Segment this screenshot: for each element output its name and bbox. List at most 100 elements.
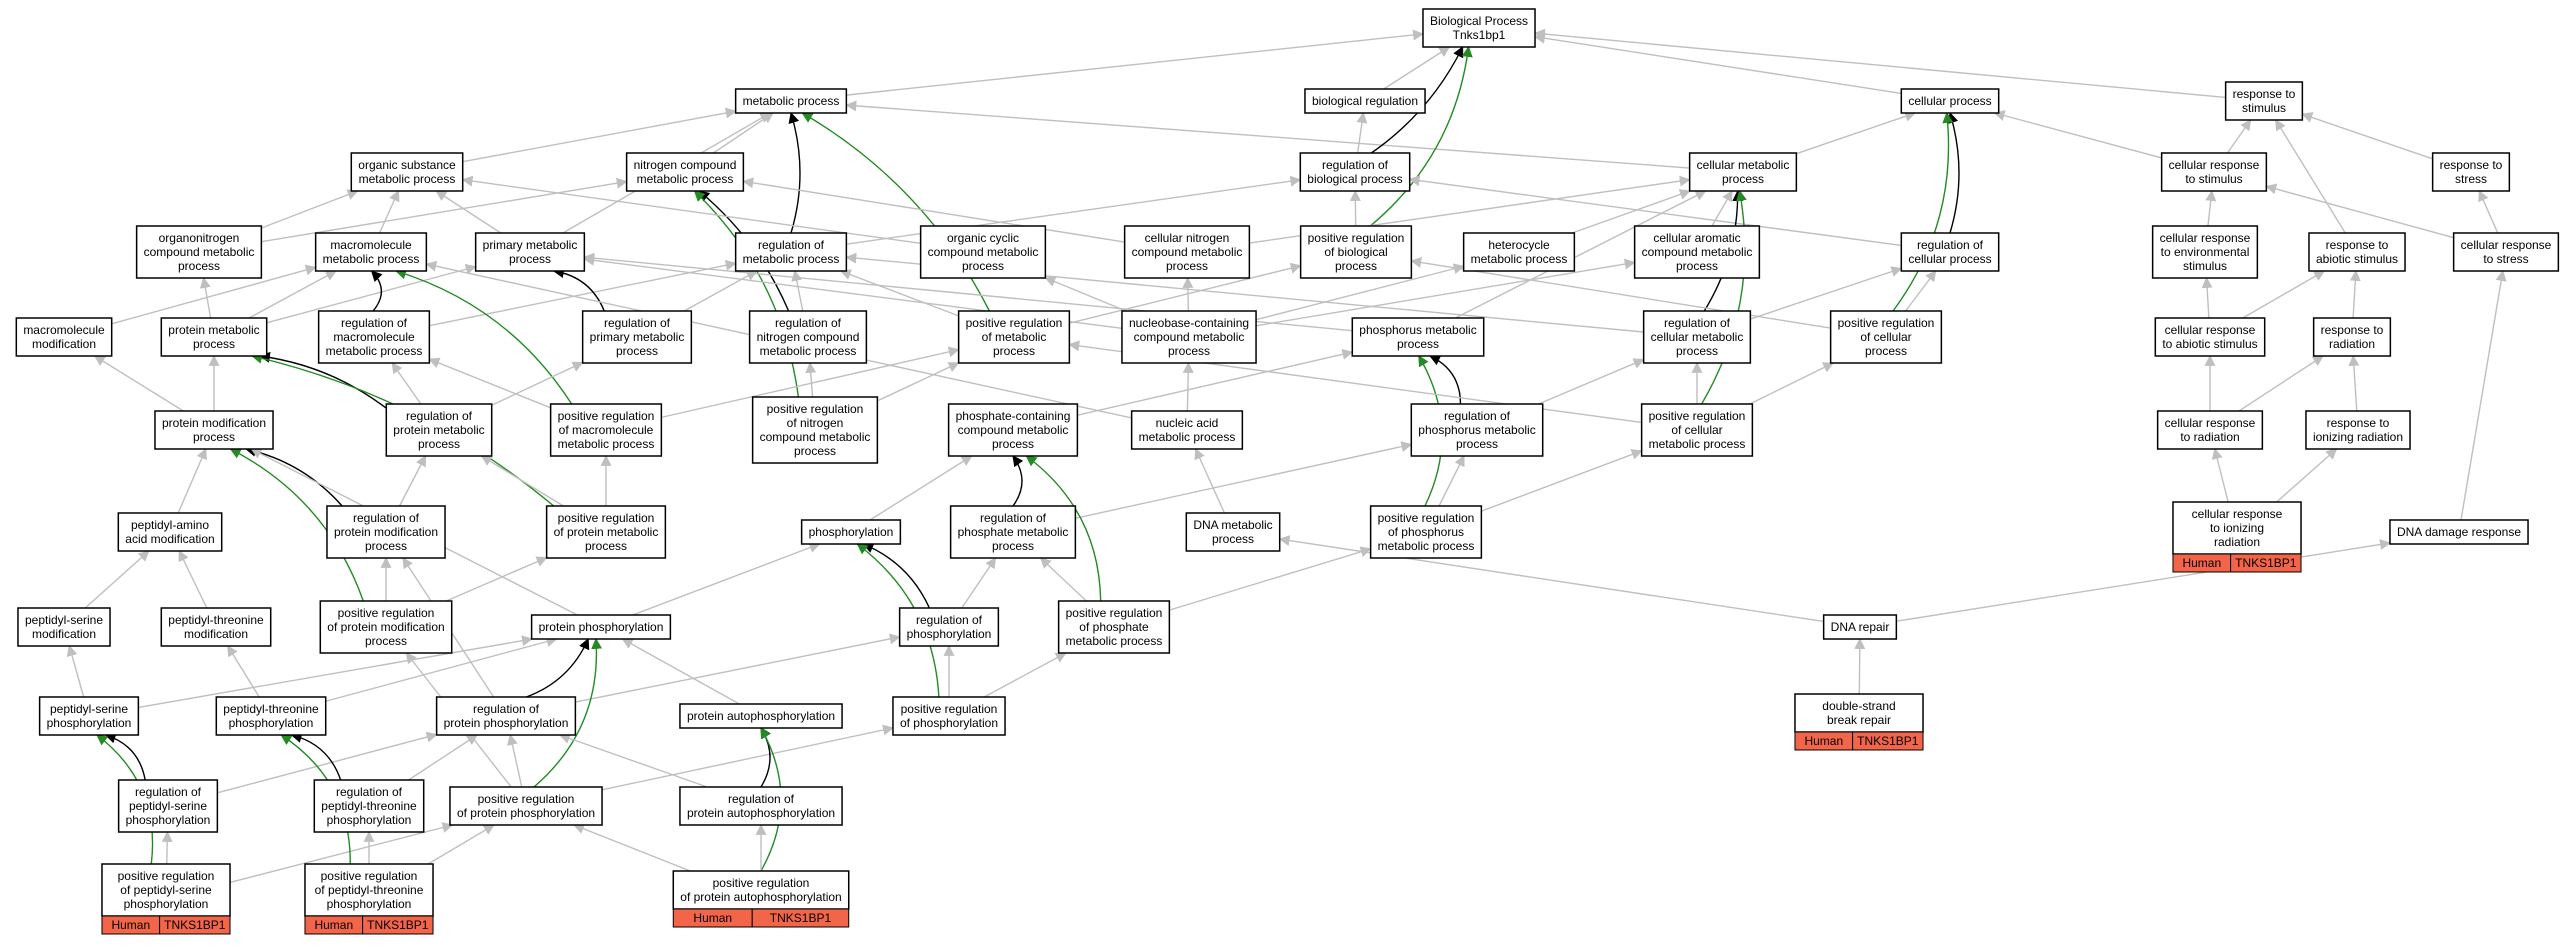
edge-is-a-posregmet-to-regmet — [839, 269, 959, 317]
go-term-label: regulation of — [336, 785, 403, 799]
go-term-box — [957, 310, 1071, 364]
edge-is-a-nitro-to-metabolic — [712, 112, 774, 154]
go-term-box — [38, 696, 140, 736]
go-term-label: of phosphate — [1079, 620, 1149, 634]
go-term-box — [449, 786, 603, 826]
go-term-box — [679, 786, 843, 826]
go-term-label: process — [993, 344, 1035, 358]
edge-is-a-peptserphos-to-protphos — [138, 635, 534, 709]
edge-is-a-cellrespabio-to-respabio — [2242, 270, 2326, 319]
go-term-box — [2224, 81, 2304, 121]
edge-is-a-dnarep-to-dnadam — [1896, 539, 2392, 622]
go-term-label: positive regulation — [713, 876, 810, 890]
go-term-label: metabolic process — [323, 252, 420, 266]
go-term-label: cellular process — [1908, 94, 1991, 108]
go-term-box — [530, 614, 672, 640]
edge-regulates-regprotmet-to-protmet — [258, 351, 387, 409]
go-term-label: compound metabolic — [144, 245, 255, 259]
annotation-species: Human — [314, 918, 353, 932]
go-term-label: to radiation — [2180, 430, 2239, 444]
edge-is-a-bioreg-to-bp — [1383, 46, 1451, 90]
go-term-label: process — [585, 539, 627, 553]
go-term-box — [2156, 410, 2264, 450]
go-term-label: break repair — [1827, 713, 1891, 727]
go-term-box — [2431, 152, 2511, 192]
go-term-box — [319, 600, 453, 654]
edge-is-a-dnadam-to-cellrespstress — [2460, 269, 2507, 521]
go-term-box — [947, 403, 1079, 457]
go-term-label: of phosphorylation — [900, 716, 998, 730]
edge-regulates-regpeptser-to-peptserphos — [104, 732, 146, 781]
go-term-label: protein metabolic — [393, 423, 484, 437]
edge-is-a-regbio-to-bioreg — [1356, 111, 1368, 154]
go-term-box — [2154, 317, 2266, 357]
go-term-label: regulation of — [758, 238, 825, 252]
go-term-label: modification — [32, 627, 96, 641]
edge-is-a-posregcellmet-to-posregcell — [1749, 362, 1835, 405]
go-term-box — [313, 779, 425, 833]
go-term-box — [1299, 225, 1413, 279]
go-term-label: to ionizing — [2210, 521, 2264, 535]
go-term-box — [160, 317, 268, 357]
edge-is-a-cellrespion-to-respion — [2276, 448, 2338, 503]
edge-is-a-protmet-to-macro — [248, 270, 337, 319]
go-term-box — [15, 317, 113, 357]
go-term-label: macromolecule — [23, 323, 105, 337]
go-term-box — [2389, 519, 2529, 545]
go-term-label: response to — [2327, 416, 2390, 430]
go-term-label: of cellular — [1860, 330, 1911, 344]
go-term-label: protein phosphorylation — [444, 716, 569, 730]
go-term-box — [2151, 225, 2259, 279]
go-term-label: of protein modification — [327, 620, 444, 634]
edge-is-a-posregmet-to-posregbio — [1069, 262, 1302, 324]
go-term-label: to environmental — [2161, 245, 2250, 259]
annotation-species: Human — [1804, 734, 1843, 748]
edge-is-a-phosph-to-phoscont — [869, 455, 973, 521]
go-term-node-metabolic: metabolic process — [734, 88, 848, 114]
edge-is-a-regpeptser-to-regprotphos — [217, 731, 438, 794]
edge-is-a-cellrespion-to-cellresprad — [2211, 447, 2229, 503]
go-term-box — [748, 310, 868, 364]
edge-is-a-regphosmet-to-regcellmet — [1538, 358, 1645, 405]
edge-is-a-cellrespabio-to-cellrespenv — [2201, 276, 2213, 319]
go-term-box — [679, 703, 843, 729]
go-term-label: positive regulation — [1649, 409, 1746, 423]
go-term-label: process — [1397, 337, 1439, 351]
go-term-box — [350, 152, 464, 192]
go-term-box — [101, 863, 231, 917]
go-term-label: positive regulation — [478, 792, 575, 806]
edge-is-a-orgsub-to-metabolic — [462, 107, 737, 163]
go-term-label: process — [1865, 344, 1907, 358]
edge-is-a-regprim-to-regmet — [683, 270, 758, 312]
go-term-label: regulation of — [1917, 238, 1984, 252]
edge-is-a-macro-to-orgsub — [378, 189, 400, 234]
go-term-label: ionizing radiation — [2313, 430, 2403, 444]
go-term-label: response to — [2326, 238, 2389, 252]
edge-is-a-phoscont-to-phosmet — [1077, 348, 1354, 416]
go-term-box — [1410, 403, 1544, 457]
go-term-box — [117, 512, 223, 552]
go-term-box — [949, 505, 1077, 559]
go-term-box — [1900, 88, 2000, 114]
edge-is-a-nucacid-to-nucleo — [1182, 361, 1194, 412]
